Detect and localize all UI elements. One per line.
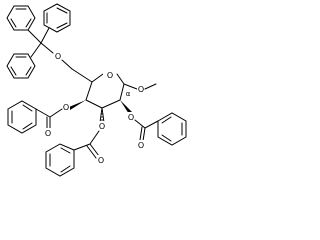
c4-ester-oxygen-label: O — [63, 103, 69, 112]
c3-carbonyl-double-bond — [89, 143, 100, 157]
trityl-group — [6, 3, 71, 79]
alpha-anomer-label: α — [126, 90, 131, 98]
c2-wedge-bond — [120, 100, 132, 114]
c4-benzoyl-phenyl-ring — [7, 100, 37, 134]
anomeric-methoxy-bond — [123, 83, 138, 90]
c3-carbonyl-oxygen-label: O — [98, 156, 104, 165]
ch2-c5-bond — [71, 68, 93, 83]
c4-carbonyl-oxygen-label: O — [45, 129, 51, 138]
c3-ester-oxygen-label: O — [99, 122, 105, 131]
c2-ester-oxygen-label: O — [128, 113, 134, 122]
c4-wedge-bond — [69, 100, 86, 110]
ether-ch2-bond — [61, 59, 73, 70]
methyl-bond — [144, 83, 157, 90]
trityl-phenyl-ring-b — [43, 3, 71, 33]
ring-oxygen-label: O — [107, 71, 113, 80]
molecule-structure: O O α O O O O O — [6, 3, 187, 177]
c2-carbonyl-oxygen-label: O — [138, 141, 144, 150]
trityl-bond-oxygen — [40, 42, 54, 54]
c2-benzoyl-phenyl-ring — [157, 112, 187, 146]
trityl-bond-ring-b — [40, 27, 50, 44]
trityl-ether-oxygen-label: O — [55, 52, 61, 61]
trityl-phenyl-ring-a — [6, 5, 36, 31]
c3-benzoyl-phenyl-ring — [45, 143, 75, 177]
trityl-bond-ring-c — [30, 42, 42, 58]
methoxy-oxygen-label: O — [138, 85, 144, 94]
pyranose-ring — [85, 73, 125, 109]
c2-carbonyl-double-bond — [142, 127, 146, 142]
trityl-bond-ring-a — [27, 29, 42, 44]
trityl-phenyl-ring-c — [6, 53, 36, 79]
